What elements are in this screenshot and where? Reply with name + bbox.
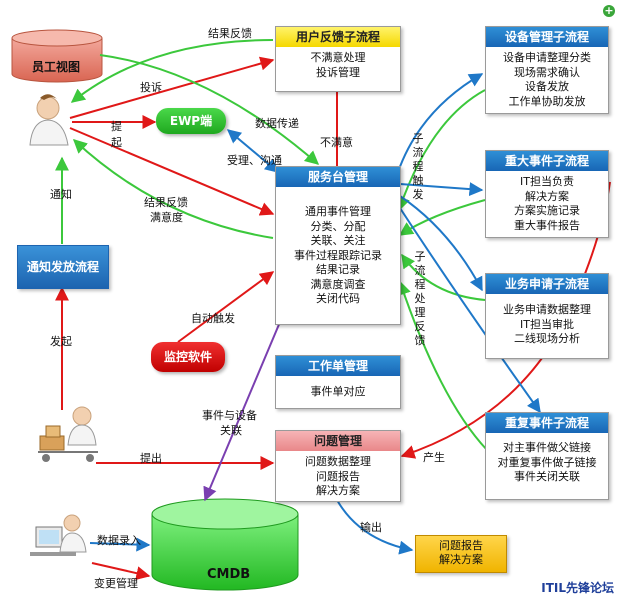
arrow-sub-feedback-2: [398, 199, 486, 236]
label-produce: 产生: [423, 451, 445, 464]
notify-flow-label: 通知发放流程: [26, 260, 99, 274]
repeat-subprocess-title: 重复事件子流程: [486, 413, 608, 433]
major-line-4: 重大事件报告: [514, 218, 580, 232]
label-initiate: 发起: [50, 335, 72, 348]
arrow-sub-trigger-major: [399, 182, 484, 197]
corner-add-icon[interactable]: +: [603, 4, 615, 17]
label-relate: 关联: [220, 424, 242, 437]
repeat-line-3: 事件关闭关联: [514, 470, 580, 483]
label-auto-trigger: 自动触发: [191, 312, 235, 325]
arrow-complaint: [69, 56, 275, 119]
arrow-sub-feedback-3: [401, 253, 486, 301]
service-desk-title: 服务台管理: [276, 167, 400, 187]
report-line-2: 解决方案: [439, 553, 483, 566]
monitor-software-pill[interactable]: 监控软件: [151, 342, 225, 372]
label-sub-feedback: 子流程处理反馈: [414, 250, 426, 347]
label-data-entry: 数据录入: [97, 534, 141, 547]
repeat-line-2: 对重复事件做子链接: [497, 455, 597, 469]
arrow-result-feedback-top: [70, 39, 274, 103]
cmdb-label: CMDB: [207, 567, 251, 582]
arrow-data-transfer: [99, 54, 320, 165]
ewp-pill[interactable]: EWP端: [156, 108, 226, 134]
cmdb-cylinder: [151, 498, 299, 591]
service-desk-line-6: 满意度调查: [310, 277, 366, 291]
user-feedback-subprocess-title: 用户反馈子流程: [276, 27, 400, 47]
label-satisfaction: 满意度: [150, 211, 183, 224]
major-line-1: IT担当负责: [520, 175, 574, 188]
arrow-sub-feedback-1: [396, 89, 486, 212]
business-line-3: 二线现场分析: [514, 332, 580, 345]
service-desk-line-3: 关联、关注: [310, 234, 366, 247]
staff-view-cylinder: [11, 29, 103, 83]
business-line-1: 业务申请数据整理: [503, 303, 591, 316]
label-raise: 提起: [111, 120, 122, 149]
work-order-line-1: 事件单对应: [310, 385, 366, 398]
device-line-4: 工作单协助发放: [508, 94, 586, 108]
forum-watermark: ITIL先锋论坛: [541, 581, 614, 595]
notify-flow-box[interactable]: 通知发放流程: [17, 245, 109, 289]
user-feedback-subprocess-box[interactable]: 用户反馈子流程 不满意处理 投诉管理: [275, 26, 401, 92]
label-notify: 通知: [50, 188, 72, 201]
label-output: 输出: [360, 521, 382, 534]
arrow-sub-trigger-business: [399, 195, 483, 292]
person-at-computer-figure: [30, 514, 87, 556]
label-unsatisfied: 不满意: [320, 136, 353, 149]
device-subprocess-title: 设备管理子流程: [486, 27, 608, 47]
report-line-1: 问题报告: [439, 539, 483, 552]
problem-line-1: 问题数据整理: [305, 455, 371, 468]
major-incident-subprocess-box[interactable]: 重大事件子流程 IT担当负责 解决方案 方案实施记录 重大事件报告: [485, 150, 609, 238]
arrow-output: [336, 499, 414, 555]
problem-report-output-box[interactable]: 问题报告 解决方案: [415, 535, 507, 573]
label-event-device: 事件与设备: [202, 409, 257, 422]
service-desk-line-2: 分类、分配: [310, 219, 366, 233]
label-change-mgmt: 变更管理: [94, 577, 138, 590]
person-figure-top: [29, 94, 69, 146]
problem-management-box[interactable]: 问题管理 问题数据整理 问题报告 解决方案: [275, 430, 401, 502]
problem-line-2: 问题报告: [316, 469, 360, 483]
arrow-data-entry: [89, 537, 151, 552]
arrow-event-device-relate: [203, 321, 281, 502]
label-result-feedback-sat: 结果反馈: [144, 196, 188, 209]
device-line-3: 设备发放: [525, 80, 569, 93]
major-subprocess-title: 重大事件子流程: [486, 151, 608, 171]
service-desk-line-4: 事件过程跟踪记录: [294, 248, 382, 262]
arrow-raise-desk: [69, 127, 275, 216]
staff-view-label: 员工视图: [32, 60, 81, 74]
arrow-accept-communicate: [226, 129, 280, 173]
arrow-sub-trigger-repeat: [397, 204, 541, 414]
label-result-feedback-top: 结果反馈: [208, 27, 252, 40]
arrow-satisfaction: [72, 139, 274, 239]
service-desk-box[interactable]: 服务台管理 通用事件管理 分类、分配 关联、关注 事件过程跟踪记录 结果记录 满…: [275, 166, 401, 325]
problem-line-3: 解决方案: [316, 484, 360, 497]
label-complaint: 投诉: [140, 81, 162, 94]
arrow-change-mgmt: [91, 562, 151, 581]
label-accept-communicate: 受理、沟通: [227, 154, 282, 167]
label-submit: 提出: [140, 452, 162, 465]
arrow-sub-trigger-device: [397, 73, 484, 173]
major-line-2: 解决方案: [525, 189, 569, 203]
problem-management-title: 问题管理: [276, 431, 400, 451]
label-data-transfer: 数据传递: [255, 117, 299, 130]
service-desk-line-5: 结果记录: [316, 263, 360, 276]
device-line-1: 设备申请整理分类: [503, 51, 591, 64]
repeat-incident-subprocess-box[interactable]: 重复事件子流程 对主事件做父链接 对重复事件做子链接 事件关闭关联: [485, 412, 609, 500]
feedback-line-1: 不满意处理: [310, 51, 366, 64]
business-request-subprocess-box[interactable]: 业务申请子流程 业务申请数据整理 IT担当审批 二线现场分析: [485, 273, 609, 359]
arrow-auto-trigger: [177, 271, 275, 343]
device-management-subprocess-box[interactable]: 设备管理子流程 设备申请整理分类 现场需求确认 设备发放 工作单协助发放: [485, 26, 609, 114]
repeat-line-1: 对主事件做父链接: [503, 441, 591, 454]
business-subprocess-title: 业务申请子流程: [486, 274, 608, 294]
label-sub-trigger: 子流程触发: [412, 132, 424, 201]
work-order-title: 工作单管理: [276, 356, 400, 376]
major-line-3: 方案实施记录: [514, 204, 580, 217]
person-with-cart-figure: [38, 406, 98, 462]
business-line-2: IT担当审批: [520, 317, 574, 331]
feedback-line-2: 投诉管理: [316, 65, 360, 79]
device-line-2: 现场需求确认: [514, 65, 580, 79]
arrow-sub-feedback-4: [397, 280, 488, 451]
service-desk-line-1: 通用事件管理: [305, 205, 371, 218]
work-order-box[interactable]: 工作单管理 事件单对应: [275, 355, 401, 409]
service-desk-line-7: 关闭代码: [316, 292, 360, 305]
